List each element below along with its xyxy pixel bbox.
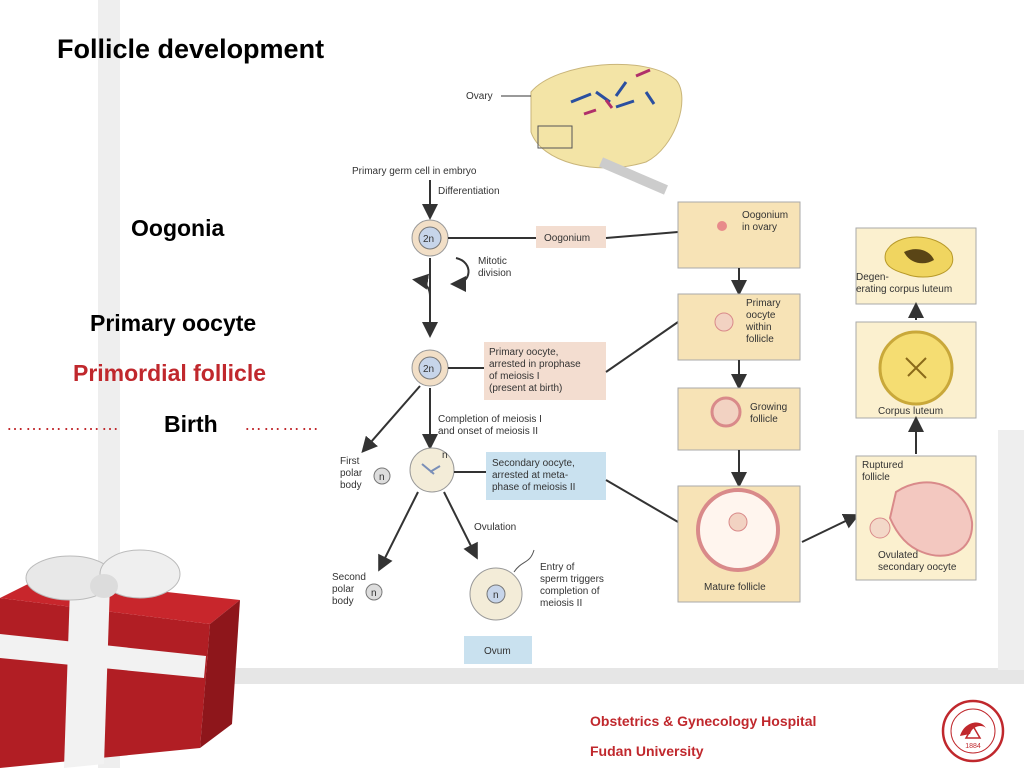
dotted-line-left: ……………… <box>6 414 120 434</box>
panel-primary-line1: Primary <box>746 298 780 309</box>
panel-degen-line2: erating corpus luteum <box>856 284 952 295</box>
footer-hospital: Obstetrics & Gynecology Hospital <box>590 713 817 729</box>
mitotic-label-2: division <box>478 268 511 279</box>
primary-oocyte-box <box>484 342 606 400</box>
hospital-logo: 1884 <box>940 698 1006 764</box>
second-polar-body-line2: polar <box>332 584 355 595</box>
ovum-box <box>464 636 532 664</box>
secondary-oocyte-box-line3: phase of meiosis II <box>492 482 575 493</box>
entry-sperm-line3: completion of <box>540 586 600 597</box>
panel-growing-line1: Growing <box>750 402 787 413</box>
label-birth: Birth <box>164 411 218 437</box>
cell-n-secondary-oocyte: n <box>442 450 448 461</box>
secondary-oocyte-box <box>486 452 606 500</box>
background-band-right <box>998 430 1024 670</box>
panel-ovulated-line2: secondary oocyte <box>878 562 957 573</box>
completion-meiosis-line2: and onset of meiosis II <box>438 426 538 437</box>
secondary-oocyte-box-line1: Secondary oocyte, <box>492 458 575 469</box>
differentiation-label: Differentiation <box>438 186 500 197</box>
panel-ruptured-line2: follicle <box>862 472 890 483</box>
panel-primary-line4: follicle <box>746 334 774 345</box>
panel-primary-line3: within <box>745 322 772 333</box>
cell-2n-primary-oocyte: 2n <box>423 364 434 375</box>
background-band-horizontal <box>0 668 1024 684</box>
primary-oocyte-box-line4: (present at birth) <box>489 383 562 394</box>
ovulation-label: Ovulation <box>474 522 516 533</box>
panel-oogonium-line1: Oogonium <box>742 210 788 221</box>
entry-sperm-line1: Entry of <box>540 562 575 573</box>
follicle-panels: Oogonium in ovary Primary oocyte within … <box>677 201 977 603</box>
panel-ruptured-line1: Ruptured <box>862 460 903 471</box>
first-polar-body-line1: First <box>340 456 360 467</box>
footer-university: Fudan University <box>590 743 704 759</box>
label-primary-oocyte: Primary oocyte <box>90 310 257 336</box>
logo-year: 1884 <box>965 743 981 750</box>
panel-oogonium-line2: in ovary <box>742 222 777 233</box>
oogenesis-diagram: Ovary Primary germ cell in embryo Differ… <box>326 52 998 668</box>
ovary-illustration <box>530 63 683 195</box>
slide-title: Follicle development <box>57 34 325 64</box>
completion-meiosis-line1: Completion of meiosis I <box>438 414 542 425</box>
second-polar-body-line3: body <box>332 596 354 607</box>
panel-degen-line1: Degen- <box>856 272 889 283</box>
first-polar-body-line2: polar <box>340 468 363 479</box>
cell-n-first-polar: n <box>379 472 385 483</box>
ovary-label: Ovary <box>466 91 493 102</box>
label-primordial-follicle: Primordial follicle <box>73 360 266 386</box>
cell-n-second-polar: n <box>371 588 377 599</box>
second-polar-body-line1: Second <box>332 572 366 583</box>
panel-mature-label: Mature follicle <box>704 582 766 593</box>
label-oogonia: Oogonia <box>131 215 225 241</box>
ovum-label: Ovum <box>484 646 511 657</box>
panel-ovulated-line1: Ovulated <box>878 550 918 561</box>
mitotic-label-1: Mitotic <box>478 256 507 267</box>
panel-corpus-label: Corpus luteum <box>878 406 943 417</box>
entry-sperm-line2: sperm triggers <box>540 574 604 585</box>
primary-oocyte-box-line3: of meiosis I <box>489 371 540 382</box>
secondary-oocyte-box-line2: arrested at meta- <box>492 470 568 481</box>
entry-sperm-line4: meiosis II <box>540 598 582 609</box>
first-polar-body-line3: body <box>340 480 362 491</box>
primary-germ-cell-label: Primary germ cell in embryo <box>352 166 477 177</box>
gift-box-illustration <box>0 538 260 768</box>
cell-n-ovum: n <box>493 590 499 601</box>
oogonium-label: Oogonium <box>544 233 590 244</box>
dotted-line-right: ………… <box>244 414 320 434</box>
primary-oocyte-box-line2: arrested in prophase <box>489 359 581 370</box>
cell-2n-oogonium: 2n <box>423 234 434 245</box>
panel-growing-line2: follicle <box>750 414 778 425</box>
panel-primary-line2: oocyte <box>746 310 776 321</box>
oogonium-box <box>536 226 606 248</box>
primary-oocyte-box-line1: Primary oocyte, <box>489 347 558 358</box>
